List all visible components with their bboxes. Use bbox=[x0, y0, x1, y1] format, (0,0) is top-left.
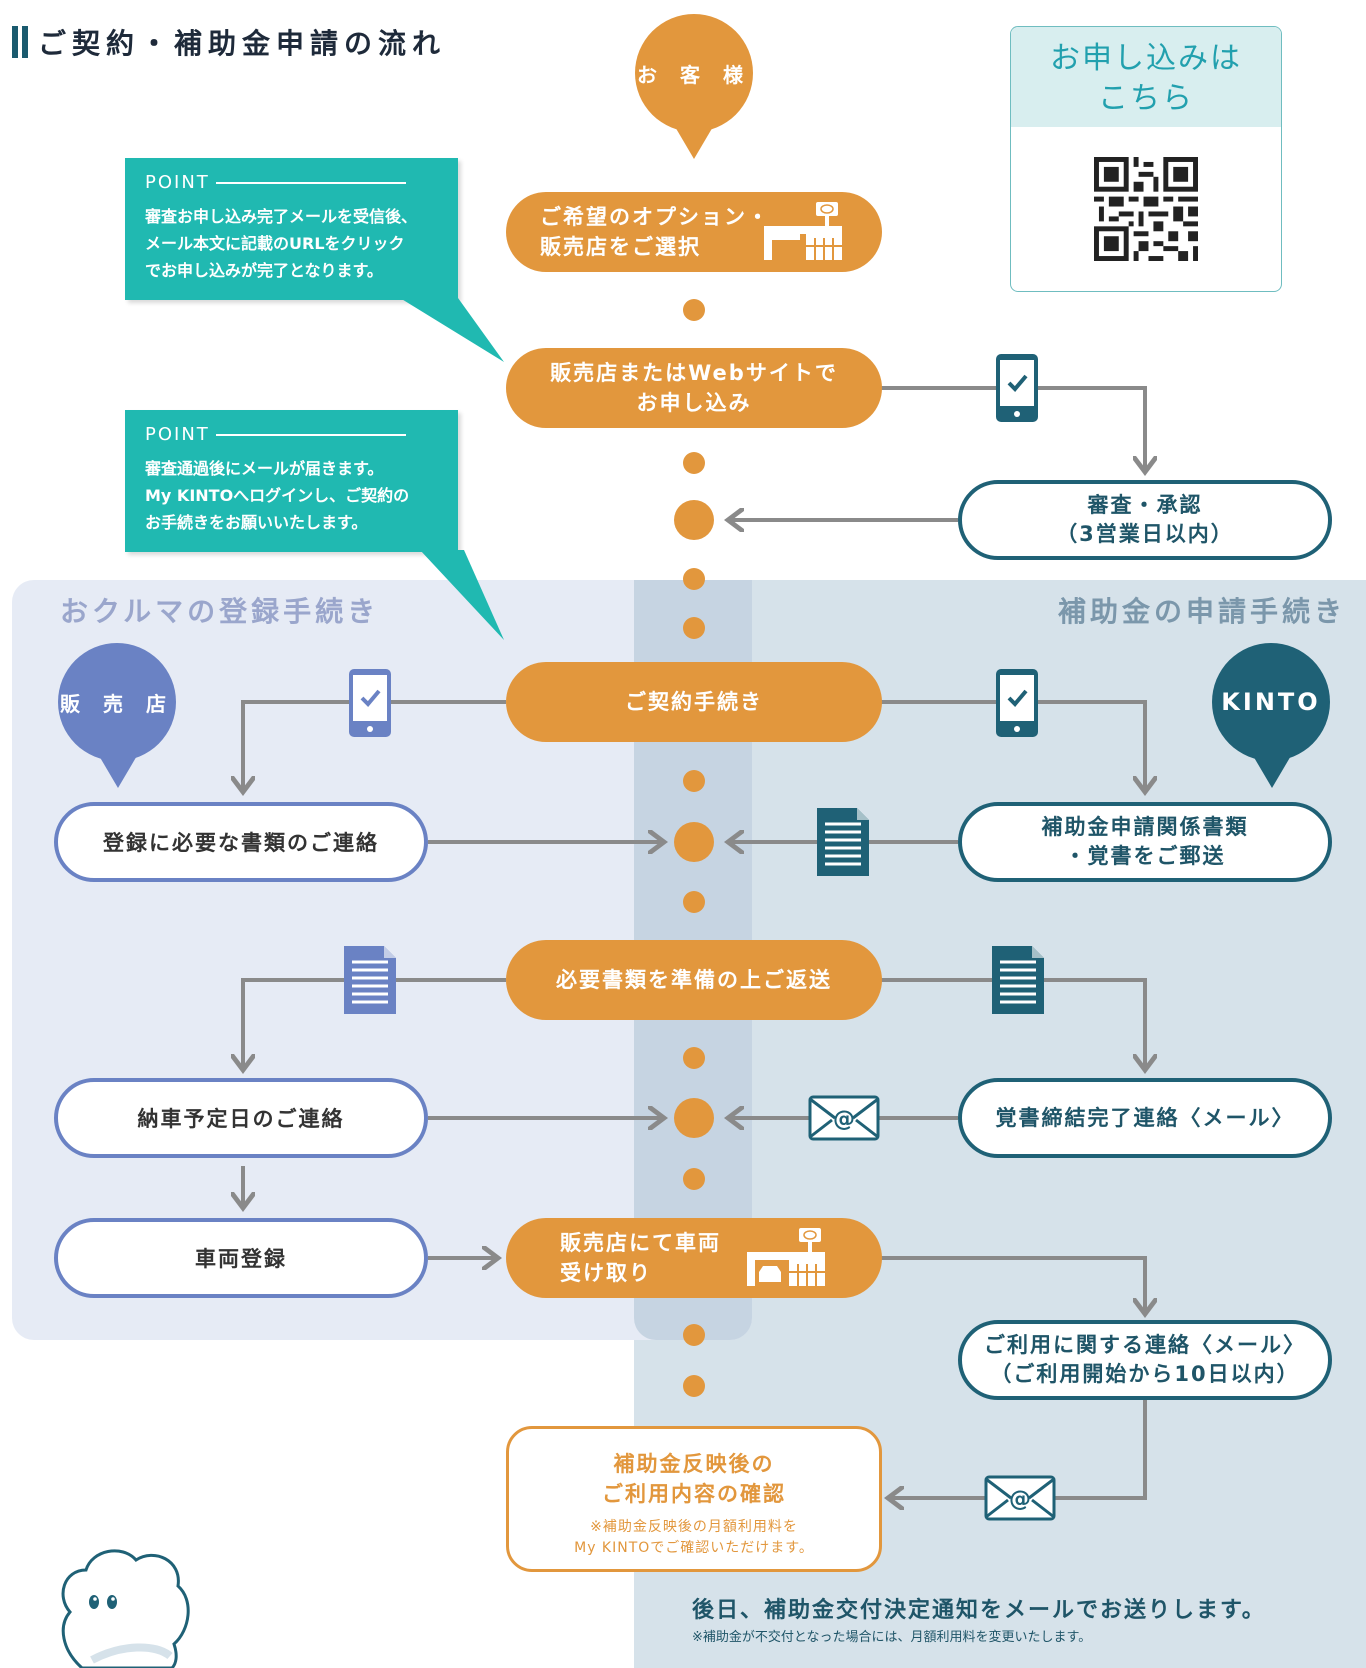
step-docs-contact-label: 登録に必要な書類のご連絡 bbox=[103, 831, 379, 855]
smartphone-check-icon bbox=[349, 669, 391, 737]
flow-junction bbox=[674, 1098, 714, 1138]
title-text: ご契約・補助金申請の流れ bbox=[38, 27, 447, 60]
dealership-icon bbox=[764, 202, 842, 260]
dealer-circle: 販 売 店 bbox=[58, 643, 176, 761]
confirm-note-line: My KINTOでご確認いただけます。 bbox=[574, 1540, 814, 1556]
document-icon bbox=[817, 808, 869, 876]
apply-line1: お申し込みは bbox=[1050, 41, 1242, 76]
flow-dot bbox=[683, 1324, 705, 1346]
step-delivery-contact-label: 納車予定日のご連絡 bbox=[137, 1107, 345, 1131]
page-title: ご契約・補助金申請の流れ bbox=[12, 22, 446, 62]
smartphone-check-icon bbox=[996, 669, 1038, 737]
step-confirm-line: ご利用内容の確認 bbox=[602, 1482, 786, 1506]
step-pickup-line: 販売店にて車両 bbox=[560, 1231, 721, 1255]
point-2-line: My KINTOへログインし、ご契約の bbox=[145, 486, 410, 505]
step-contract: ご契約手続き bbox=[506, 662, 882, 742]
svg-text:@: @ bbox=[833, 1107, 855, 1132]
step-contract-label: ご契約手続き bbox=[625, 690, 763, 714]
customer-label: お 客 様 bbox=[637, 62, 751, 87]
step-registration: 車両登録 bbox=[54, 1218, 428, 1298]
apply-heading: お申し込みは こちら bbox=[1011, 27, 1281, 127]
kinto-circle: KINTO bbox=[1212, 643, 1330, 761]
apply-line2: こちら bbox=[1098, 81, 1194, 116]
flow-junction bbox=[674, 500, 714, 540]
mail-icon: @ bbox=[808, 1095, 880, 1141]
point-box-2: POINT 審査通過後にメールが届きます。 My KINTOへログインし、ご契約… bbox=[125, 410, 458, 552]
point-2-pointer-icon bbox=[420, 550, 504, 640]
step-apply-line: 販売店またはWebサイトで bbox=[550, 361, 838, 385]
point-2-line: 審査通過後にメールが届きます。 bbox=[145, 459, 384, 478]
step-apply-line: お申し込み bbox=[636, 391, 752, 415]
step-pickup-line: 受け取り bbox=[560, 1261, 652, 1285]
point-1-pointer-icon bbox=[400, 298, 504, 362]
point-1-line: メール本文に記載のURLをクリック bbox=[145, 234, 405, 253]
step-return-docs: 必要書類を準備の上ご返送 bbox=[506, 940, 882, 1020]
step-subsidy-docs-line: 補助金申請関係書類 bbox=[1041, 815, 1249, 839]
customer-pointer-icon bbox=[674, 125, 714, 159]
step-select-line: ご希望のオプション・ bbox=[540, 205, 770, 229]
svg-text:@: @ bbox=[1009, 1487, 1031, 1512]
cloud-mascot-icon bbox=[61, 1549, 190, 1668]
flow-dot bbox=[683, 452, 705, 474]
step-usage-contact-line: （ご利用開始から10日以内） bbox=[990, 1362, 1300, 1386]
step-subsidy-docs-line: ・覚書をご郵送 bbox=[1064, 844, 1226, 868]
flow-dot bbox=[683, 1168, 705, 1190]
flow-junction bbox=[674, 822, 714, 862]
point-box-1: POINT 審査お申し込み完了メールを受信後、 メール本文に記載のURLをクリッ… bbox=[125, 158, 458, 300]
dealer-pointer-icon bbox=[98, 754, 138, 788]
step-usage-contact: ご利用に関する連絡〈メール〉 （ご利用開始から10日以内） bbox=[958, 1320, 1332, 1400]
mail-icon: @ bbox=[984, 1475, 1056, 1521]
dealership-car-icon bbox=[747, 1228, 825, 1286]
smartphone-check-icon bbox=[996, 354, 1038, 422]
step-review: 審査・承認 （3営業日以内） bbox=[958, 480, 1332, 560]
step-apply: 販売店またはWebサイトで お申し込み bbox=[506, 348, 882, 428]
point-1-line: でお申し込みが完了となります。 bbox=[145, 261, 383, 280]
footer-note: ※補助金が不交付となった場合には、月額利用料を変更いたします。 bbox=[692, 1630, 1092, 1645]
step-subsidy-docs: 補助金申請関係書類 ・覚書をご郵送 bbox=[958, 802, 1332, 882]
kinto-logo: KINTO bbox=[1221, 688, 1321, 716]
step-review-line: 審査・承認 bbox=[1087, 493, 1203, 517]
apply-qr-box[interactable]: お申し込みは こちら bbox=[1010, 26, 1282, 292]
step-memo-complete: 覚書締結完了連絡〈メール〉 bbox=[958, 1078, 1332, 1158]
kinto-pointer-icon bbox=[1252, 754, 1292, 788]
point-1-line: 審査お申し込み完了メールを受信後、 bbox=[145, 207, 418, 226]
flow-dot bbox=[683, 568, 705, 590]
step-confirm-usage: 補助金反映後の ご利用内容の確認 ※補助金反映後の月額利用料を My KINTO… bbox=[506, 1426, 882, 1572]
flow-dot bbox=[683, 891, 705, 913]
flow-dot bbox=[683, 770, 705, 792]
flow-dot bbox=[683, 617, 705, 639]
confirm-note-line: ※補助金反映後の月額利用料を bbox=[590, 1519, 798, 1535]
step-review-line: （3営業日以内） bbox=[1056, 522, 1234, 546]
point-2-line: お手続きをお願いいたします。 bbox=[145, 513, 368, 532]
flow-dot bbox=[683, 1047, 705, 1069]
title-bars-icon bbox=[12, 26, 28, 58]
step-return-docs-label: 必要書類を準備の上ご返送 bbox=[556, 968, 832, 992]
qr-code-icon[interactable] bbox=[1094, 157, 1198, 261]
customer-circle: お 客 様 bbox=[635, 14, 753, 132]
step-delivery-contact: 納車予定日のご連絡 bbox=[54, 1078, 428, 1158]
step-registration-label: 車両登録 bbox=[195, 1247, 287, 1271]
footer-notice: 後日、補助金交付決定通知をメールでお送りします。 bbox=[692, 1598, 1266, 1623]
document-icon bbox=[992, 946, 1044, 1014]
flow-dot bbox=[683, 1375, 705, 1397]
step-select-line: 販売店をご選択 bbox=[540, 235, 701, 259]
step-memo-complete-label: 覚書締結完了連絡〈メール〉 bbox=[995, 1105, 1295, 1130]
flow-dot bbox=[683, 299, 705, 321]
point-1-heading: POINT bbox=[145, 172, 210, 193]
dealer-label: 販 売 店 bbox=[60, 691, 174, 716]
step-usage-contact-line: ご利用に関する連絡〈メール〉 bbox=[984, 1333, 1306, 1357]
registration-section-title: おクルマの登録手続き bbox=[60, 595, 380, 628]
point-2-heading: POINT bbox=[145, 424, 210, 445]
subsidy-section-title: 補助金の申請手続き bbox=[1057, 595, 1346, 628]
step-docs-contact: 登録に必要な書類のご連絡 bbox=[54, 802, 428, 882]
step-confirm-line: 補助金反映後の bbox=[613, 1452, 775, 1476]
document-icon bbox=[344, 946, 396, 1014]
